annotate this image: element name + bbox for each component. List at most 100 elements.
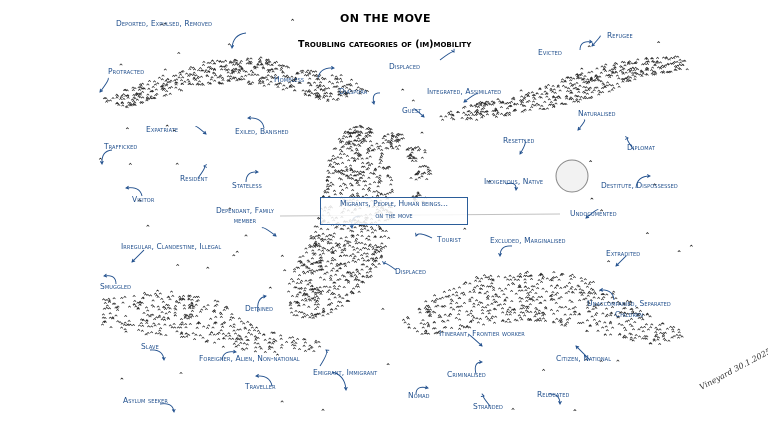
arrow-head <box>255 373 260 378</box>
term-evicted: Evicted <box>538 48 562 57</box>
curved-arrow <box>255 375 273 387</box>
crowd-region <box>100 289 322 356</box>
crowd-region <box>287 139 394 319</box>
curved-arrow <box>261 227 277 237</box>
term-excluded: Excluded, Marginalised <box>490 236 566 245</box>
crowd-region <box>439 55 689 121</box>
arrow-head <box>615 262 620 267</box>
term-indigenous: Indigenous, Native <box>484 177 544 186</box>
curved-arrow <box>317 67 335 79</box>
curved-arrow <box>499 245 513 257</box>
term-homeless: Homeless <box>274 75 305 84</box>
curved-arrow <box>474 361 483 375</box>
crowd-region <box>405 145 427 163</box>
arrow-set <box>99 32 651 413</box>
term-naturalised: Naturalised <box>578 109 616 118</box>
term-diplomat: Diplomat <box>627 143 656 152</box>
curved-arrow <box>519 139 526 155</box>
arrow-head <box>103 273 108 278</box>
term-protracted: Protracted <box>108 67 145 76</box>
term-dependant: Dependant, Family member <box>216 206 274 225</box>
arrow-head <box>415 232 419 237</box>
term-stateless: Stateless <box>232 181 262 190</box>
term-criminalised: Criminalised <box>447 370 486 379</box>
arrow-head <box>558 400 562 405</box>
term-tourist: Tourist <box>437 235 462 244</box>
term-detained: Detained <box>245 304 274 313</box>
arrow-head <box>254 169 259 174</box>
term-unaccompanied: Unaccompanied, Separated Children <box>587 299 671 319</box>
term-deported: Deported, Expulsed, Removed <box>116 19 213 28</box>
term-guest: Guest <box>402 106 422 115</box>
curved-arrow <box>101 149 113 165</box>
crowd-region <box>381 131 405 151</box>
arrow-head <box>420 113 425 118</box>
term-exiled: Exiled, Banished <box>235 127 289 136</box>
curved-arrow <box>413 108 425 118</box>
term-citizen: Citizen, National <box>556 354 612 363</box>
term-resident: Resident <box>180 174 208 183</box>
diagram-subtitle: Troubling categories of (im)mobility <box>298 39 472 50</box>
arrow-head <box>171 408 176 413</box>
term-extradited: Extradited <box>606 249 641 258</box>
term-destitute: Destitute, Dispossessed <box>601 181 678 190</box>
curved-arrow <box>635 175 651 189</box>
arrow-head <box>424 385 429 390</box>
arrow-head <box>588 39 593 44</box>
diagram-title: ON THE MOVE <box>340 12 431 25</box>
curved-arrow <box>247 117 265 129</box>
term-traveller: Traveller <box>245 382 276 391</box>
arrow-head <box>325 349 330 354</box>
arrow-head <box>451 48 455 53</box>
arrow-head <box>498 252 502 257</box>
arrow-head <box>330 65 335 70</box>
arrow-head <box>624 136 629 140</box>
curved-arrow <box>439 51 455 61</box>
crowd-region <box>102 56 369 109</box>
curved-arrow <box>125 187 143 197</box>
curved-arrow <box>99 77 109 93</box>
arrow-head <box>463 98 468 103</box>
term-itinerant: Itinerant, Frontier worker <box>439 329 525 338</box>
term-irregular: Irregular, Clandestine, Illegal <box>121 242 222 251</box>
curved-arrow <box>131 249 145 263</box>
curved-arrow <box>221 351 237 361</box>
curved-arrow <box>585 209 599 219</box>
curved-arrow <box>319 349 328 367</box>
term-relocated: Relocated <box>537 390 570 399</box>
arrow-head <box>161 356 166 361</box>
term-displaced-mid: Displaced <box>395 267 427 276</box>
term-displaced-top: Displaced <box>389 62 421 71</box>
arrow-head <box>202 130 207 135</box>
arrow-head <box>272 232 277 237</box>
curved-arrow <box>467 333 483 347</box>
curved-arrow <box>599 289 615 301</box>
term-trafficked: Trafficked <box>104 142 138 151</box>
arrow-head <box>371 100 376 105</box>
curved-arrow <box>415 386 429 395</box>
curved-arrow <box>331 371 347 391</box>
curved-arrow <box>257 295 267 313</box>
arrow-head <box>349 224 354 229</box>
term-emigrant: Emigrant, Immigrant <box>313 368 378 377</box>
term-integrated: Integrated, Assimilated <box>427 87 502 96</box>
arrow-head <box>599 287 604 292</box>
center-caption-box: Migrants, People, Human beings… on the m… <box>320 197 468 225</box>
curved-arrow <box>579 41 593 51</box>
curved-arrow <box>463 93 479 103</box>
arrow-head <box>519 150 524 155</box>
arrow-head <box>125 185 130 190</box>
arrow-head <box>646 174 651 178</box>
curved-arrow <box>103 275 117 285</box>
center-caption-line2: on the move <box>375 211 413 220</box>
curved-arrow <box>245 171 259 183</box>
arrow-head <box>575 345 580 350</box>
term-visitor: Visitor <box>132 195 155 204</box>
curved-arrow <box>591 35 601 47</box>
crowd-region <box>414 164 433 181</box>
arrow-head <box>480 393 485 398</box>
arrow-head <box>585 214 590 219</box>
term-resettled: Resettled <box>503 136 535 145</box>
arrow-head <box>203 164 208 168</box>
